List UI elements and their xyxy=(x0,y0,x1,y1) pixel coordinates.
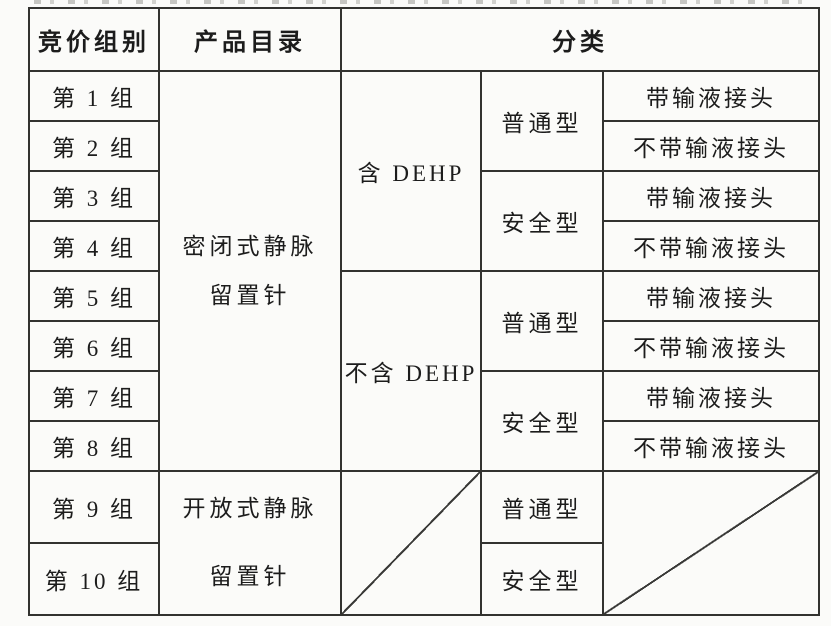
connector-cell: 带输液接头 xyxy=(601,270,821,322)
type-cell: 普通型 xyxy=(480,270,604,372)
type-cell: 安全型 xyxy=(480,170,604,272)
group-cell: 第 3 组 xyxy=(28,170,160,222)
connector-cell: 不带输液接头 xyxy=(601,220,821,272)
table-row: 第 9 组 开放式静脉 留置针 普通型 xyxy=(28,470,821,616)
table-header-row: 竞价组别 产品目录 分类 xyxy=(28,7,821,72)
group-cell: 第 6 组 xyxy=(28,320,160,372)
type-cell: 普通型 xyxy=(480,70,604,172)
header-product-catalog: 产品目录 xyxy=(158,7,342,72)
table-row: 第 6 组 不带输液接头 xyxy=(28,320,821,372)
group-cell: 第 7 组 xyxy=(28,370,160,422)
table-row: 第 4 组 不带输液接头 xyxy=(28,220,821,272)
dehp-slash-cell xyxy=(340,470,482,616)
header-bidding-group: 竞价组别 xyxy=(28,7,160,72)
group-cell: 第 1 组 xyxy=(28,70,160,122)
group-cell: 第 2 组 xyxy=(28,120,160,172)
group-cell: 第 10 组 xyxy=(28,542,160,616)
group-cell: 第 4 组 xyxy=(28,220,160,272)
connector-cell: 不带输液接头 xyxy=(601,320,821,372)
cropped-text-remnant xyxy=(34,0,804,4)
connector-cell: 带输液接头 xyxy=(601,70,821,122)
connector-cell: 带输液接头 xyxy=(601,370,821,422)
table-row: 第 3 组 安全型 带输液接头 xyxy=(28,170,821,272)
dehp-cell-with: 含 DEHP xyxy=(340,70,482,272)
type-cell: 安全型 xyxy=(480,542,604,616)
type-cell: 安全型 xyxy=(480,370,604,472)
dehp-cell-without: 不含 DEHP xyxy=(340,270,482,472)
connector-slash-cell xyxy=(601,470,821,616)
group-cell: 第 8 组 xyxy=(28,420,160,472)
product-cell-closed: 密闭式静脉 留置针 xyxy=(158,70,342,472)
table-row: 第 1 组 密闭式静脉 留置针 含 DEHP 普通型 带输液接头 xyxy=(28,70,821,472)
table-row: 第 7 组 安全型 带输液接头 xyxy=(28,370,821,472)
connector-cell: 不带输液接头 xyxy=(601,120,821,172)
table-row: 第 2 组 不带输液接头 xyxy=(28,120,821,172)
header-classification: 分类 xyxy=(339,7,821,72)
group-cell: 第 5 组 xyxy=(28,270,160,322)
product-cell-open: 开放式静脉 留置针 xyxy=(158,470,342,616)
table-row: 第 8 组 不带输液接头 xyxy=(28,420,821,472)
table-row: 第 5 组 不含 DEHP 普通型 带输液接头 xyxy=(28,270,821,472)
connector-cell: 带输液接头 xyxy=(601,170,821,222)
bidding-groups-table: 竞价组别 产品目录 分类 第 1 组 密闭式静脉 留置针 含 DEHP 普通型 … xyxy=(28,7,821,616)
group-cell: 第 9 组 xyxy=(28,470,160,544)
table-row: 第 10 组 安全型 xyxy=(28,542,819,616)
type-cell: 普通型 xyxy=(480,470,604,544)
connector-cell: 不带输液接头 xyxy=(601,420,821,472)
